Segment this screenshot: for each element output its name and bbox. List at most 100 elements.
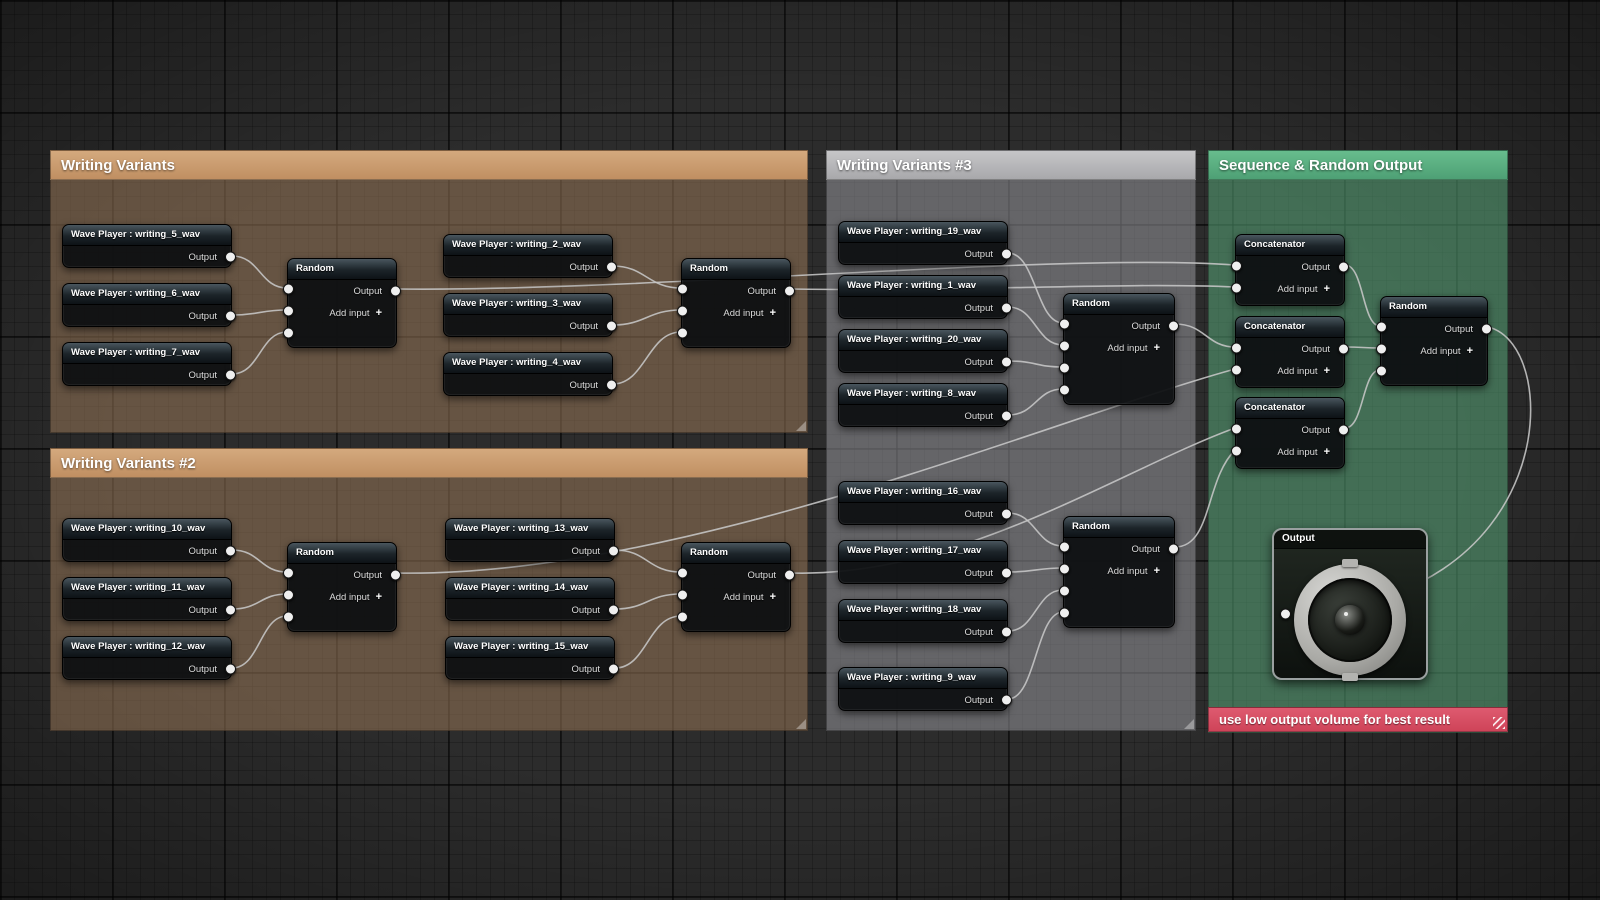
output-pin[interactable] — [606, 320, 617, 332]
output-pin[interactable] — [608, 663, 619, 675]
output-pin[interactable] — [608, 545, 619, 557]
output-pin[interactable] — [784, 285, 795, 297]
input-pin[interactable] — [1231, 282, 1242, 294]
wave-player-node-writing_4[interactable]: Wave Player : writing_4_wav Output — [443, 352, 617, 396]
comment-header[interactable]: Writing Variants — [50, 150, 808, 180]
random-node-4[interactable]: Random Output Add input+ — [677, 542, 795, 632]
output-pin[interactable] — [784, 569, 795, 581]
output-pin[interactable] — [225, 369, 236, 381]
wave-player-node-writing_13[interactable]: Wave Player : writing_13_wav Output — [445, 518, 619, 562]
output-pin[interactable] — [1001, 626, 1012, 638]
input-pin[interactable] — [677, 611, 688, 623]
add-input-icon[interactable]: + — [769, 590, 776, 603]
audio-input-pin[interactable] — [1280, 608, 1291, 620]
wave-player-node-writing_8[interactable]: Wave Player : writing_8_wav Output — [838, 383, 1012, 427]
wave-player-node-writing_1[interactable]: Wave Player : writing_1_wav Output — [838, 275, 1012, 319]
output-pin[interactable] — [225, 545, 236, 557]
resize-handle[interactable] — [796, 421, 806, 431]
output-pin[interactable] — [390, 569, 401, 581]
output-pin[interactable] — [1001, 302, 1012, 314]
input-pin[interactable] — [1059, 607, 1070, 619]
concatenator-node-2[interactable]: Concatenator Output Add input+ — [1231, 316, 1349, 388]
random-node-7[interactable]: Random Output Add input+ — [1376, 296, 1492, 386]
input-pin[interactable] — [283, 305, 294, 317]
output-pin[interactable] — [225, 251, 236, 263]
output-pin[interactable] — [225, 310, 236, 322]
output-pin[interactable] — [1001, 410, 1012, 422]
output-pin[interactable] — [1001, 567, 1012, 579]
input-pin[interactable] — [283, 567, 294, 579]
input-pin[interactable] — [1059, 384, 1070, 396]
wave-player-node-writing_3[interactable]: Wave Player : writing_3_wav Output — [443, 293, 617, 337]
add-input-icon[interactable]: + — [1153, 564, 1160, 577]
wave-player-node-writing_19[interactable]: Wave Player : writing_19_wav Output — [838, 221, 1012, 265]
wave-player-node-writing_15[interactable]: Wave Player : writing_15_wav Output — [445, 636, 619, 680]
wave-player-node-writing_14[interactable]: Wave Player : writing_14_wav Output — [445, 577, 619, 621]
input-pin[interactable] — [1231, 342, 1242, 354]
wave-player-node-writing_6[interactable]: Wave Player : writing_6_wav Output — [62, 283, 236, 327]
wave-player-node-writing_18[interactable]: Wave Player : writing_18_wav Output — [838, 599, 1012, 643]
random-node-3[interactable]: Random Output Add input+ — [283, 542, 401, 632]
output-pin[interactable] — [390, 285, 401, 297]
output-pin[interactable] — [1168, 320, 1179, 332]
output-pin[interactable] — [1481, 323, 1492, 335]
wave-player-node-writing_20[interactable]: Wave Player : writing_20_wav Output — [838, 329, 1012, 373]
output-pin[interactable] — [225, 663, 236, 675]
input-pin[interactable] — [1376, 321, 1387, 333]
add-input-icon[interactable]: + — [375, 306, 382, 319]
input-pin[interactable] — [1059, 563, 1070, 575]
resize-handle[interactable] — [1184, 719, 1194, 729]
comment-header[interactable]: Writing Variants #2 — [50, 448, 808, 478]
add-input-icon[interactable]: + — [1153, 341, 1160, 354]
add-input-icon[interactable]: + — [769, 306, 776, 319]
random-node-6[interactable]: Random Output Add input+ — [1059, 516, 1179, 628]
input-pin[interactable] — [1231, 423, 1242, 435]
input-pin[interactable] — [1059, 340, 1070, 352]
random-node-1[interactable]: Random Output Add input+ — [283, 258, 401, 348]
wave-player-node-writing_9[interactable]: Wave Player : writing_9_wav Output — [838, 667, 1012, 711]
wave-player-node-writing_5[interactable]: Wave Player : writing_5_wav Output — [62, 224, 236, 268]
add-input-icon[interactable]: + — [1466, 344, 1473, 357]
input-pin[interactable] — [283, 611, 294, 623]
input-pin[interactable] — [677, 327, 688, 339]
input-pin[interactable] — [1231, 445, 1242, 457]
output-pin[interactable] — [608, 604, 619, 616]
random-node-2[interactable]: Random Output Add input+ — [677, 258, 795, 348]
resize-handle[interactable] — [1493, 717, 1505, 729]
input-pin[interactable] — [1376, 343, 1387, 355]
input-pin[interactable] — [677, 567, 688, 579]
input-pin[interactable] — [677, 305, 688, 317]
wave-player-node-writing_11[interactable]: Wave Player : writing_11_wav Output — [62, 577, 236, 621]
output-pin[interactable] — [225, 604, 236, 616]
output-pin[interactable] — [1001, 248, 1012, 260]
output-pin[interactable] — [1001, 694, 1012, 706]
comment-note-low-volume[interactable]: use low output volume for best result — [1208, 707, 1508, 732]
add-input-icon[interactable]: + — [1323, 445, 1330, 458]
output-pin[interactable] — [1001, 508, 1012, 520]
output-pin[interactable] — [1001, 356, 1012, 368]
random-node-5[interactable]: Random Output Add input+ — [1059, 293, 1179, 405]
comment-header[interactable]: Writing Variants #3 — [826, 150, 1196, 180]
input-pin[interactable] — [1059, 585, 1070, 597]
input-pin[interactable] — [1059, 541, 1070, 553]
input-pin[interactable] — [283, 589, 294, 601]
input-pin[interactable] — [1376, 365, 1387, 377]
input-pin[interactable] — [677, 283, 688, 295]
wave-player-node-writing_17[interactable]: Wave Player : writing_17_wav Output — [838, 540, 1012, 584]
input-pin[interactable] — [677, 589, 688, 601]
output-pin[interactable] — [606, 261, 617, 273]
comment-header[interactable]: Sequence & Random Output — [1208, 150, 1508, 180]
input-pin[interactable] — [283, 327, 294, 339]
wave-player-node-writing_16[interactable]: Wave Player : writing_16_wav Output — [838, 481, 1012, 525]
wave-player-node-writing_2[interactable]: Wave Player : writing_2_wav Output — [443, 234, 617, 278]
output-pin[interactable] — [1338, 261, 1349, 273]
input-pin[interactable] — [1059, 318, 1070, 330]
wave-player-node-writing_7[interactable]: Wave Player : writing_7_wav Output — [62, 342, 236, 386]
input-pin[interactable] — [1231, 364, 1242, 376]
wave-player-node-writing_10[interactable]: Wave Player : writing_10_wav Output — [62, 518, 236, 562]
wave-player-node-writing_12[interactable]: Wave Player : writing_12_wav Output — [62, 636, 236, 680]
concatenator-node-3[interactable]: Concatenator Output Add input+ — [1231, 397, 1349, 469]
input-pin[interactable] — [1059, 362, 1070, 374]
add-input-icon[interactable]: + — [1323, 282, 1330, 295]
output-pin[interactable] — [1168, 543, 1179, 555]
